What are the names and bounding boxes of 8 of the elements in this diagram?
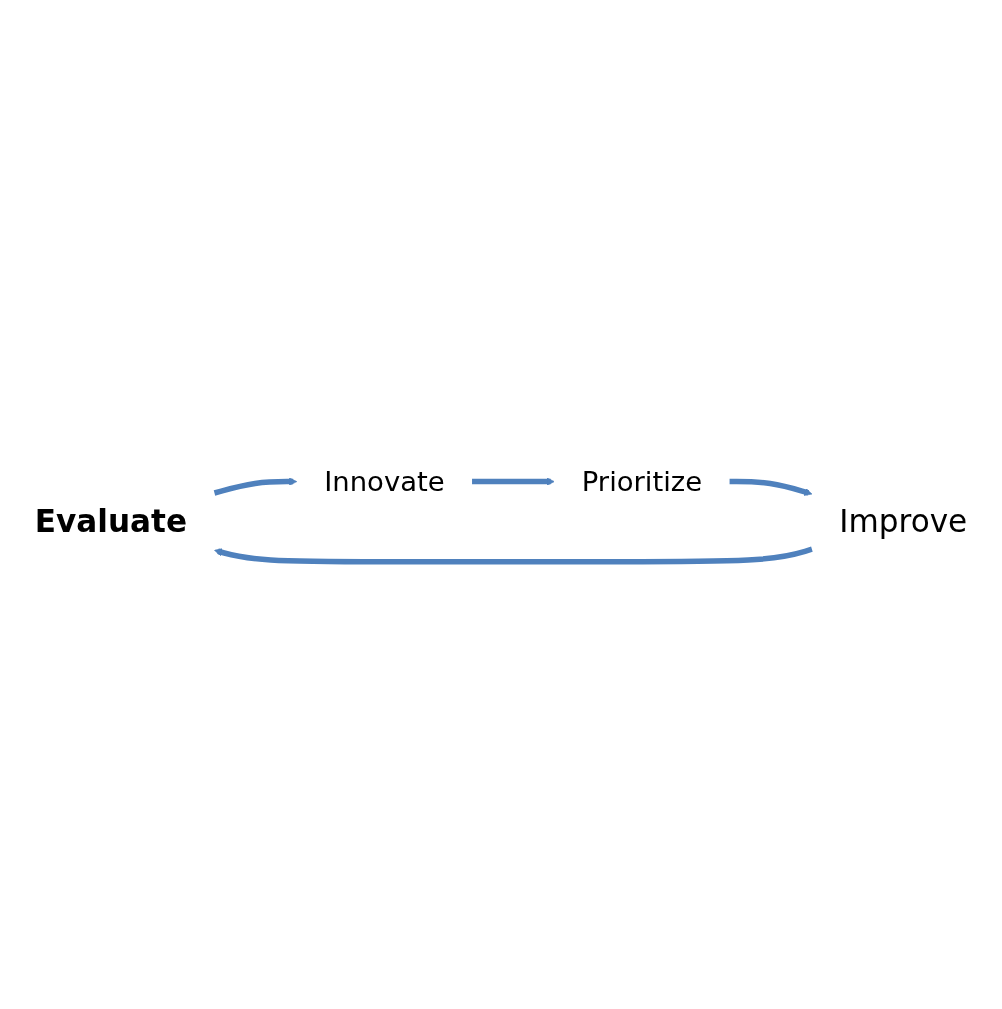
node-text: Evaluate — [34, 502, 188, 540]
node-text: Innovate — [324, 465, 445, 498]
arrow — [472, 477, 555, 486]
node-text: Prioritize — [581, 465, 703, 498]
arrow — [213, 477, 298, 496]
arrow — [214, 546, 813, 565]
node-text: Improve — [839, 502, 968, 540]
arrow — [729, 478, 813, 496]
